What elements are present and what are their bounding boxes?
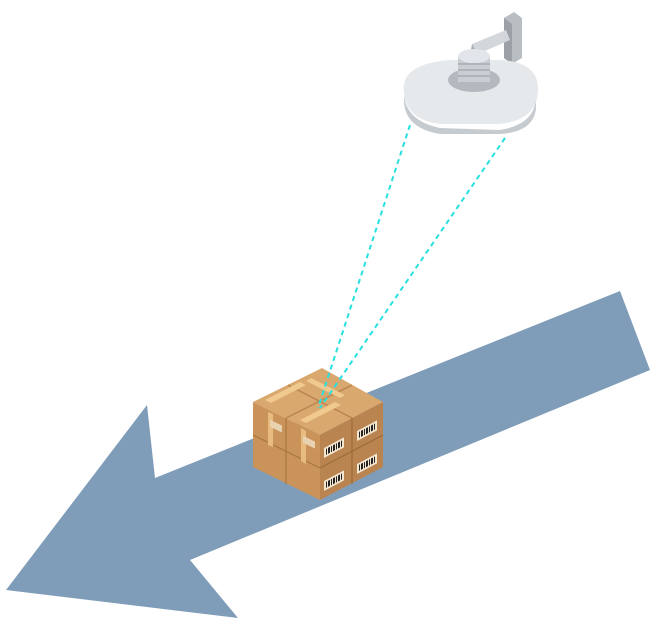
- cardboard-box-stack-icon: [252, 368, 384, 500]
- barcode-icon: [357, 453, 377, 474]
- overhead-barcode-scanner-icon: [403, 12, 539, 134]
- scanner-body: [403, 60, 539, 124]
- box-tape-strip: [265, 382, 306, 403]
- box-top-seam-b: [285, 384, 353, 419]
- barcode-icon: [357, 420, 377, 441]
- scanner-neck-top: [458, 49, 490, 63]
- box-face-tape: [301, 428, 306, 464]
- scan-beam-right: [319, 137, 506, 409]
- box-left-divider-h: [252, 434, 321, 469]
- box-right-divider-h: [319, 434, 384, 469]
- box-label: [270, 419, 282, 433]
- barcode-icon: [324, 437, 344, 458]
- box-face-tape: [268, 412, 273, 447]
- box-tape-strip: [300, 402, 341, 423]
- scanner-arm: [472, 30, 510, 54]
- scan-beam-left: [317, 124, 411, 409]
- scanner-mount-plate-face: [504, 18, 512, 64]
- barcode-icon: [324, 470, 344, 491]
- box-label: [303, 435, 315, 449]
- box-tape-strip: [306, 378, 345, 398]
